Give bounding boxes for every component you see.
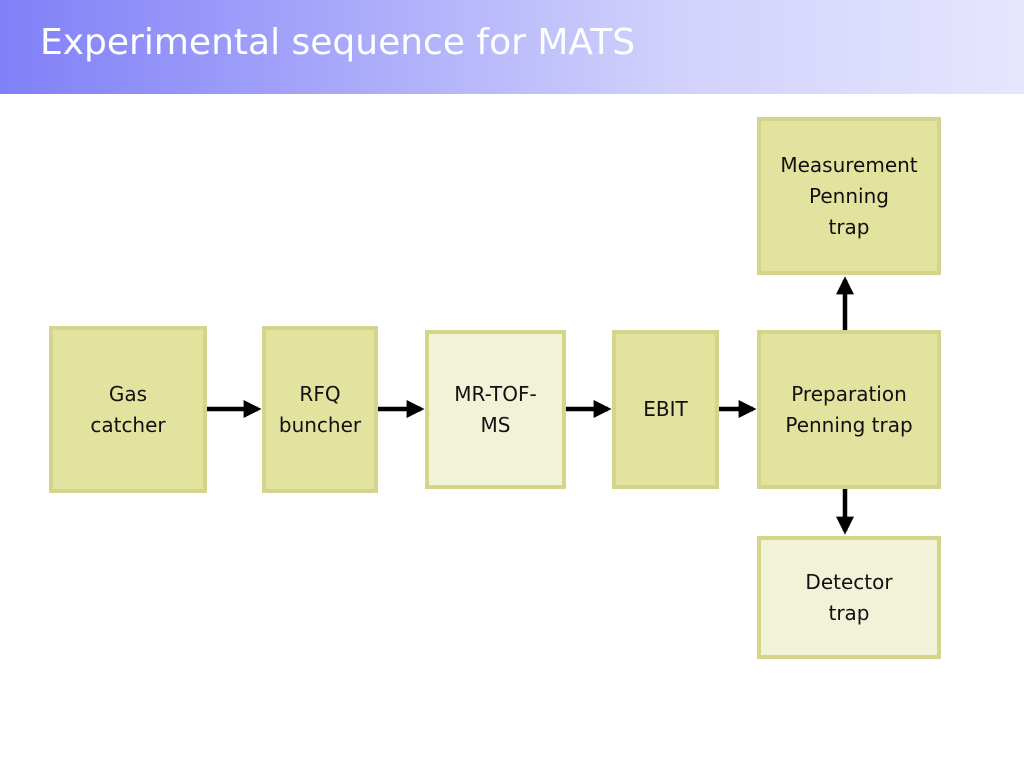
node-preparation-penning-trap-label: Preparation Penning trap — [785, 381, 913, 437]
node-ebit: EBIT — [612, 330, 719, 489]
slide-title: Experimental sequence for MATS — [40, 22, 636, 63]
title-bar: Experimental sequence for MATS — [0, 0, 1024, 94]
node-detector-trap-label: Detector trap — [805, 569, 893, 625]
node-measurement-penning-trap: Measurement Penning trap — [757, 117, 941, 275]
node-gas-catcher: Gas catcher — [49, 326, 207, 493]
node-measurement-penning-trap-label: Measurement Penning trap — [780, 152, 918, 239]
node-preparation-penning-trap: Preparation Penning trap — [757, 330, 941, 489]
node-mr-tof-ms: MR-TOF- MS — [425, 330, 566, 489]
node-mr-tof-ms-label: MR-TOF- MS — [454, 381, 537, 437]
node-detector-trap: Detector trap — [757, 536, 941, 659]
node-rfq-buncher: RFQ buncher — [262, 326, 378, 493]
node-gas-catcher-label: Gas catcher — [90, 381, 166, 437]
node-ebit-label: EBIT — [643, 397, 688, 421]
node-rfq-buncher-label: RFQ buncher — [278, 381, 362, 437]
